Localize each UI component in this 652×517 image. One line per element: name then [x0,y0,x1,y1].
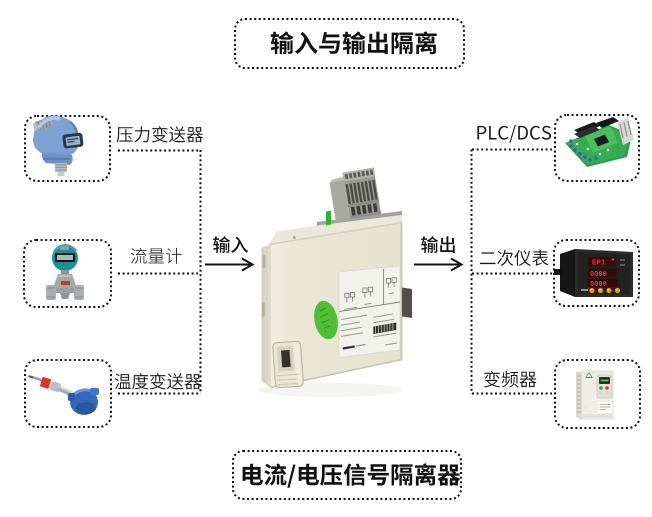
svg-text:EP1: EP1 [592,260,606,268]
svg-text:0000: 0000 [590,281,607,289]
svg-text:0000: 0000 [590,271,607,279]
